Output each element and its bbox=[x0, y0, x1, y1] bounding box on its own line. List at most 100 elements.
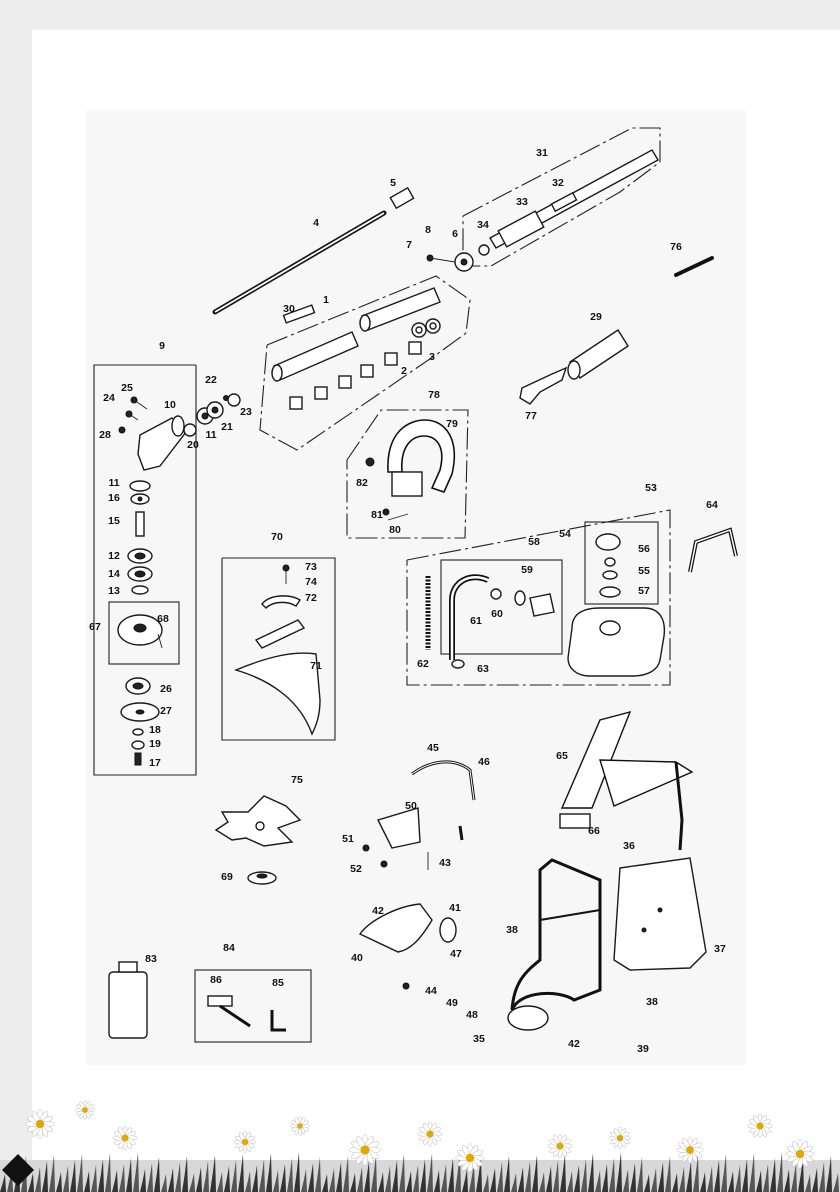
part-label-38: 38 bbox=[506, 924, 518, 936]
part-label-45: 45 bbox=[427, 742, 439, 754]
cup-69 bbox=[248, 872, 276, 884]
part-label-19: 19 bbox=[149, 738, 161, 750]
daisy-icon bbox=[113, 1126, 137, 1150]
part-label-83: 83 bbox=[145, 953, 157, 965]
gear-head-10 bbox=[138, 416, 186, 470]
part-label-72: 72 bbox=[305, 592, 317, 604]
part-label-4: 4 bbox=[313, 217, 319, 229]
daisy-icon bbox=[290, 1116, 309, 1135]
part-label-5: 5 bbox=[390, 177, 396, 189]
fuel-bottle-83 bbox=[109, 962, 147, 1038]
part-label-7: 7 bbox=[406, 239, 412, 251]
part-label-1: 1 bbox=[323, 294, 329, 306]
tool-kit-84 bbox=[208, 996, 286, 1030]
part-label-42: 42 bbox=[372, 905, 384, 917]
part-label-11: 11 bbox=[108, 477, 119, 489]
fuel-cap-54 bbox=[596, 534, 620, 597]
shaft-tube-31 bbox=[479, 150, 658, 255]
part-label-23: 23 bbox=[240, 406, 252, 418]
blade-75 bbox=[216, 796, 300, 846]
group-31-outline bbox=[463, 128, 660, 266]
part-label-10: 10 bbox=[164, 399, 176, 411]
part-label-55: 55 bbox=[638, 565, 650, 577]
part-label-44: 44 bbox=[425, 985, 437, 997]
part-label-40: 40 bbox=[351, 952, 363, 964]
drive-cable-4 bbox=[215, 213, 384, 312]
throttle-lever-77 bbox=[520, 368, 566, 404]
part-label-38: 38 bbox=[646, 996, 658, 1008]
part-label-51: 51 bbox=[342, 833, 354, 845]
bracket-50 bbox=[363, 808, 428, 870]
blade-holders bbox=[121, 678, 159, 765]
part-label-2: 2 bbox=[401, 365, 407, 377]
part-label-76: 76 bbox=[670, 241, 682, 253]
part-label-59: 59 bbox=[521, 564, 533, 576]
part-label-68: 68 bbox=[157, 613, 169, 625]
part-label-16: 16 bbox=[108, 492, 120, 504]
part-label-60: 60 bbox=[491, 608, 503, 620]
fuel-tank bbox=[568, 608, 664, 676]
daisy-icon bbox=[26, 1110, 55, 1139]
part-label-79: 79 bbox=[446, 418, 458, 430]
part-label-26: 26 bbox=[160, 683, 172, 695]
throttle-cable-45 bbox=[412, 762, 474, 840]
part-label-62: 62 bbox=[417, 658, 429, 670]
part-label-63: 63 bbox=[477, 663, 489, 675]
part-label-46: 46 bbox=[478, 756, 490, 768]
harness-65 bbox=[560, 712, 692, 850]
part-label-65: 65 bbox=[556, 750, 568, 762]
part-label-61: 61 bbox=[470, 615, 482, 627]
part-label-42: 42 bbox=[568, 1038, 580, 1050]
part-label-75: 75 bbox=[291, 774, 303, 786]
parts-drawing: 1234567891011111213141516171819202122232… bbox=[86, 110, 746, 1065]
part-label-57: 57 bbox=[638, 585, 650, 597]
part-label-52: 52 bbox=[350, 863, 362, 875]
part-label-28: 28 bbox=[99, 429, 111, 441]
part-label-54: 54 bbox=[559, 528, 571, 540]
part-label-12: 12 bbox=[108, 550, 120, 562]
part-label-18: 18 bbox=[149, 724, 161, 736]
part-label-17: 17 bbox=[149, 757, 161, 769]
part-label-69: 69 bbox=[221, 871, 233, 883]
part-label-85: 85 bbox=[272, 977, 284, 989]
part-label-56: 56 bbox=[638, 543, 650, 555]
part-label-8: 8 bbox=[425, 224, 431, 236]
part-label-86: 86 bbox=[210, 974, 222, 986]
daisy-icon bbox=[609, 1127, 631, 1149]
part-label-43: 43 bbox=[439, 857, 451, 869]
part-label-81: 81 bbox=[371, 509, 383, 521]
part-label-84: 84 bbox=[223, 942, 235, 954]
part-label-24: 24 bbox=[103, 392, 115, 404]
part-label-74: 74 bbox=[305, 576, 317, 588]
part-label-37: 37 bbox=[714, 943, 726, 955]
bracket-64 bbox=[690, 530, 736, 572]
part-label-25: 25 bbox=[121, 382, 133, 394]
frame-35 bbox=[508, 860, 600, 1030]
part-label-71: 71 bbox=[310, 660, 322, 672]
part-label-35: 35 bbox=[473, 1033, 485, 1045]
part-label-21: 21 bbox=[221, 421, 233, 433]
part-label-6: 6 bbox=[452, 228, 458, 240]
part-label-82: 82 bbox=[356, 477, 368, 489]
part-label-47: 47 bbox=[450, 948, 462, 960]
guard-71 bbox=[236, 565, 320, 734]
part-label-13: 13 bbox=[108, 585, 120, 597]
part-label-31: 31 bbox=[536, 147, 548, 159]
part-label-58: 58 bbox=[528, 536, 540, 548]
part-label-48: 48 bbox=[466, 1009, 478, 1021]
part-label-67: 67 bbox=[89, 621, 101, 633]
part-label-11: 11 bbox=[205, 429, 216, 441]
part-label-80: 80 bbox=[389, 524, 401, 536]
flower-footer-decoration bbox=[0, 1090, 840, 1192]
throttle-cable-76 bbox=[676, 258, 712, 275]
meadow-illustration bbox=[0, 1090, 840, 1192]
part-label-66: 66 bbox=[588, 825, 600, 837]
daisy-icon bbox=[75, 1100, 94, 1119]
daisy-icon bbox=[234, 1131, 256, 1153]
gear-head-stack bbox=[128, 481, 152, 594]
part-label-49: 49 bbox=[446, 997, 458, 1009]
part-label-29: 29 bbox=[590, 311, 602, 323]
part-label-50: 50 bbox=[405, 800, 417, 812]
part-label-73: 73 bbox=[305, 561, 317, 573]
part-label-15: 15 bbox=[108, 515, 120, 527]
